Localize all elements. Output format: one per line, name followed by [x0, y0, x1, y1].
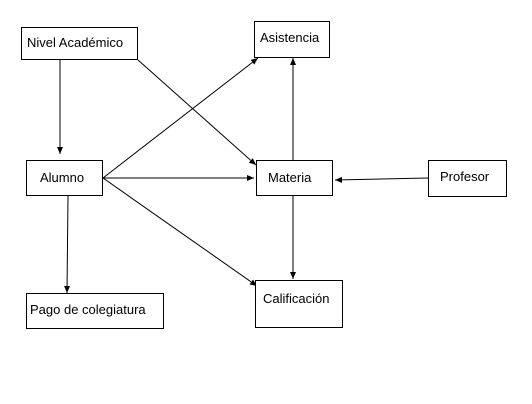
node-label: Calificación — [263, 291, 330, 306]
node-profesor: Profesor — [428, 160, 507, 197]
node-label: Nivel Académico — [27, 35, 124, 50]
edge-alumno-to-asistencia — [102, 57, 259, 179]
node-label: Profesor — [440, 169, 490, 184]
node-materia: Materia — [256, 160, 333, 196]
node-label: Pago de colegiatura — [30, 302, 146, 317]
node-label: Materia — [268, 170, 312, 185]
node-asistencia: Asistencia — [254, 21, 330, 58]
edge-nivel-academico-to-materia — [137, 59, 257, 166]
node-calificacion: Calificación — [255, 280, 343, 328]
edge-alumno-to-pago-colegiatura — [64, 195, 71, 294]
node-label: Alumno — [40, 170, 85, 185]
node-alumno: Alumno — [26, 160, 103, 196]
node-pago-colegiatura: Pago de colegiatura — [26, 293, 164, 329]
edge-profesor-to-materia — [334, 176, 429, 183]
node-label: Asistencia — [260, 30, 320, 45]
node-nivel-academico: Nivel Académico — [21, 27, 138, 60]
edge-alumno-to-calificacion — [102, 177, 258, 287]
